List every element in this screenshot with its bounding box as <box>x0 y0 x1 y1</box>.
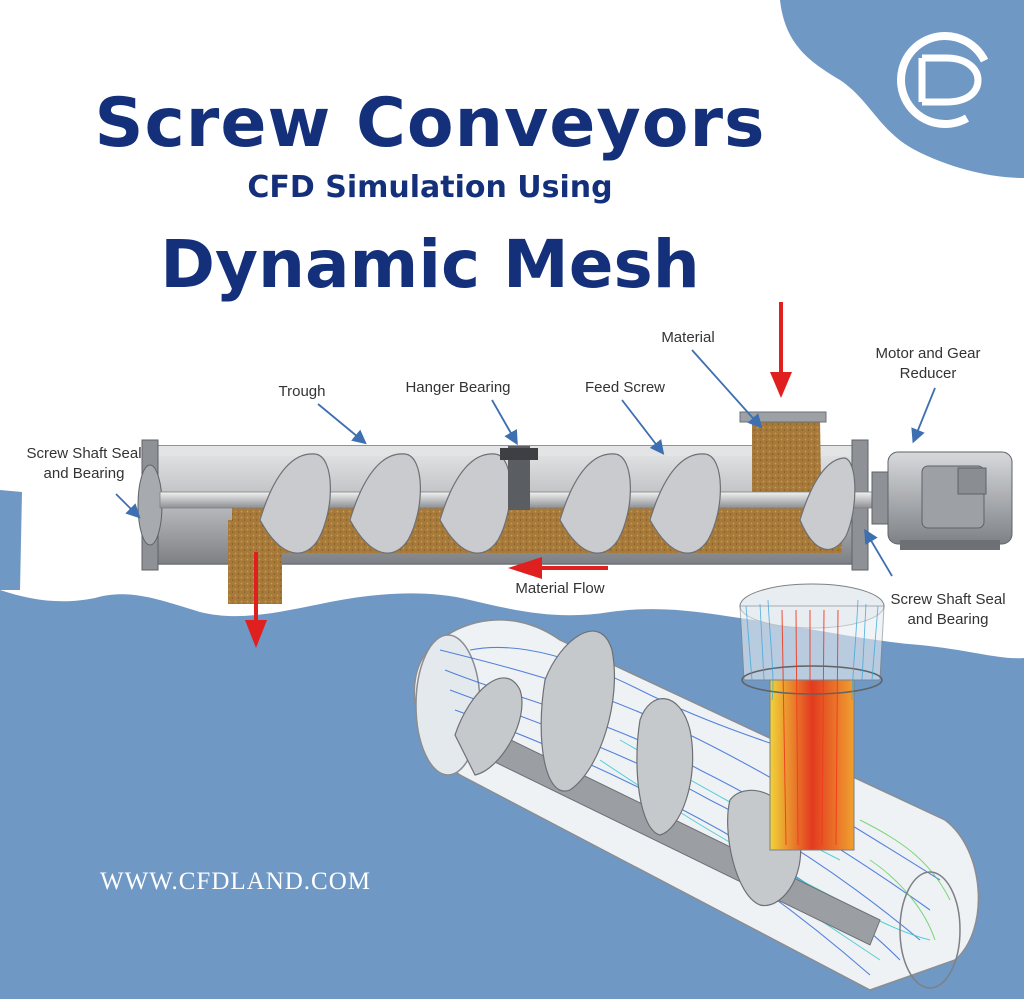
title-line-2: CFD Simulation Using <box>247 170 613 205</box>
title-line-1: Screw Conveyors <box>94 84 766 163</box>
motor-and-gear-reducer <box>871 451 1013 550</box>
label-seal-right: Screw Shaft Seal and Bearing <box>890 591 1006 628</box>
cfd-simulation-view <box>413 583 980 991</box>
label-trough: Trough <box>278 383 326 400</box>
trough-material <box>232 505 842 553</box>
label-hanger-bearing: Hanger Bearing <box>405 379 511 396</box>
cfd-inlet-pipe <box>769 679 855 851</box>
label-material: Material <box>661 329 715 346</box>
cfdland-logo-icon <box>897 31 993 128</box>
title-line-3: Dynamic Mesh <box>160 226 700 303</box>
label-motor: Motor and Gear Reducer <box>875 345 981 382</box>
label-feed-screw: Feed Screw <box>584 379 666 396</box>
hanger-bearing <box>508 446 530 510</box>
website-url: WWW.CFDLAND.COM <box>100 868 372 895</box>
label-seal-left: Screw Shaft Seal and Bearing <box>26 445 142 482</box>
label-material-flow: Material Flow <box>515 580 605 597</box>
